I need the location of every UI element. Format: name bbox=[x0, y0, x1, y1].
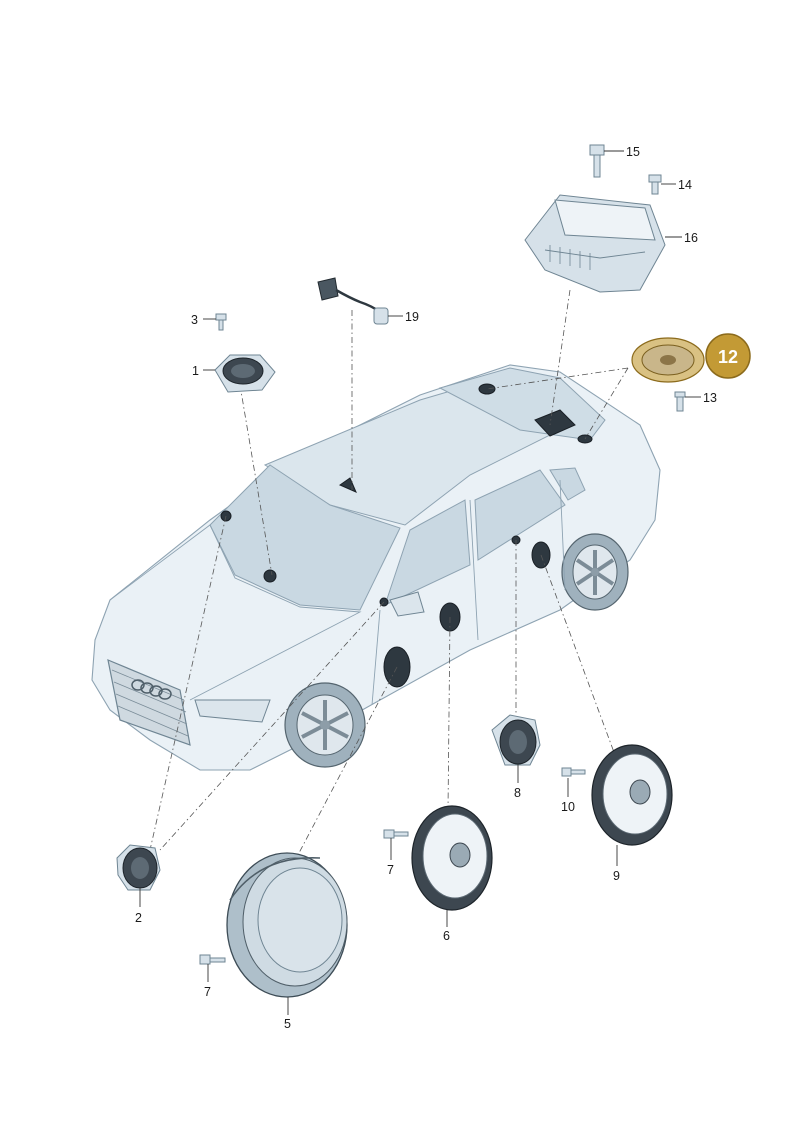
front-wheel bbox=[284, 682, 366, 768]
callout-7-upper: 7 bbox=[387, 863, 394, 877]
callout-8: 8 bbox=[514, 786, 521, 800]
callout-19: 19 bbox=[405, 310, 419, 324]
part-7-screw-lower bbox=[199, 954, 226, 965]
part-14-screw bbox=[648, 174, 662, 195]
callout-5: 5 bbox=[284, 1017, 291, 1031]
callout-7-lower: 7 bbox=[204, 985, 211, 999]
callout-6: 6 bbox=[443, 929, 450, 943]
callout-1: 1 bbox=[192, 364, 199, 378]
callout-9: 9 bbox=[613, 869, 620, 883]
callout-14: 14 bbox=[678, 178, 692, 192]
part-7-screw-upper bbox=[383, 829, 409, 839]
part-15-bolt bbox=[589, 144, 605, 178]
dashed-leaders bbox=[149, 289, 629, 871]
part-2-tweeter bbox=[116, 844, 161, 891]
part-12-speaker bbox=[631, 337, 705, 383]
callout-15: 15 bbox=[626, 145, 640, 159]
part-10-screw bbox=[561, 767, 586, 777]
callout-2: 2 bbox=[135, 911, 142, 925]
part-9-speaker bbox=[591, 744, 673, 846]
part-8-tweeter bbox=[491, 714, 541, 766]
part-3-screw bbox=[215, 313, 227, 331]
callout-12: 12 bbox=[718, 347, 738, 367]
callout-10: 10 bbox=[561, 800, 575, 814]
callout-labels: 15 14 16 19 3 1 13 2 8 10 9 7 6 7 5 bbox=[135, 145, 717, 1031]
callout-leaders bbox=[139, 150, 701, 1015]
rear-wheel bbox=[561, 533, 629, 611]
callout-3: 3 bbox=[191, 313, 198, 327]
highlighted-callout-12[interactable]: 12 bbox=[705, 333, 751, 379]
callout-13: 13 bbox=[703, 391, 717, 405]
part-6-speaker bbox=[411, 805, 493, 911]
brand-logo bbox=[131, 679, 172, 700]
part-1-tweeter bbox=[214, 354, 276, 393]
part-16-amplifier bbox=[524, 194, 666, 293]
car-illustration bbox=[91, 364, 661, 771]
part-5-woofer bbox=[226, 852, 348, 998]
callout-16: 16 bbox=[684, 231, 698, 245]
part-19-cable bbox=[317, 277, 389, 325]
part-13-screw bbox=[674, 391, 686, 412]
